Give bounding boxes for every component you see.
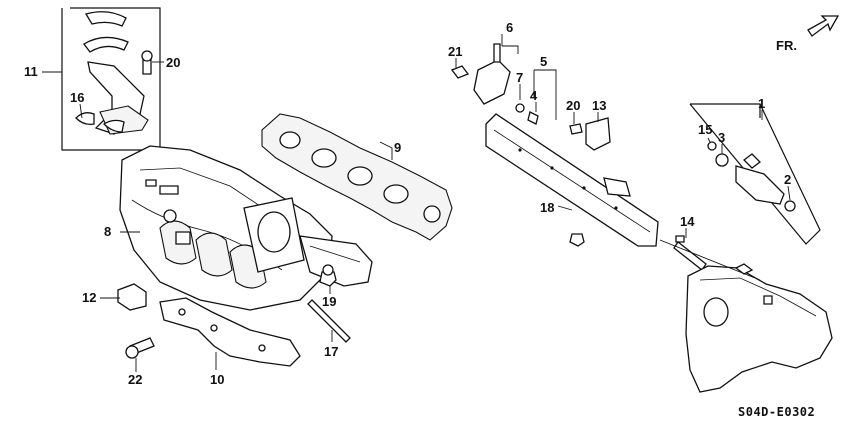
bolt-20-head [141,50,153,62]
cylinder-head-outline [685,263,833,393]
bracket-10-plate [159,297,301,367]
manifold-slot-2 [145,179,157,187]
clip-16 [75,112,95,126]
bolt-22-head [125,345,139,359]
label-10: 10 [210,372,224,387]
leader-5 [533,69,557,120]
gasket-port-1 [279,131,301,149]
leader-6 [501,34,519,54]
small-parts-left [117,264,351,359]
clip-lower [102,119,125,133]
rail-hole-1 [518,148,522,152]
label-11: 11 [24,64,38,79]
bracket-assembly-11 [61,7,161,151]
label-16: 16 [70,90,84,105]
bolt-21 [450,65,470,79]
injector-assembly-1 [673,103,821,271]
manifold-sensor [163,209,177,223]
throttle-bore [257,211,291,253]
rail-hole-3 [582,186,586,190]
label-18: 18 [540,200,554,215]
label-5: 5 [540,54,547,69]
label-3: 3 [718,130,725,145]
seal-2 [784,200,796,212]
clip-top [85,11,127,27]
label-20a: 20 [166,55,180,70]
fr-label: FR. [776,38,797,53]
gasket-port-5 [423,205,441,223]
pressure-regulator-6 [473,59,511,105]
label-9: 9 [394,140,401,155]
injector-body [735,165,785,205]
o-ring-7 [515,103,525,113]
label-19: 19 [322,294,336,309]
label-4: 4 [530,88,538,103]
label-17: 17 [324,344,338,359]
injector-top [743,153,761,169]
label-1: 1 [758,96,765,111]
leader-rail-to-head [659,239,761,281]
fuel-rail-body [485,113,659,247]
rail-mount [603,177,631,197]
nut-18 [569,233,585,247]
sensor-14-cap [675,235,685,243]
front-direction-indicator: FR. [776,15,840,53]
leader-9 [379,141,393,160]
washer-19 [322,264,334,276]
manifold-slot-1 [159,185,179,195]
part-4 [527,111,539,125]
manifold-outlet-line [309,245,361,263]
label-12: 12 [82,290,96,305]
part-labels: 11 16 20 8 9 12 10 22 17 19 6 5 7 4 21 2… [24,20,791,387]
bracket-10-hole-2 [210,324,218,332]
leader-18 [557,205,573,211]
o-ring-3 [715,153,729,167]
bracket-10 [159,297,301,367]
bolt-20-right [569,123,583,135]
leader-lines [42,34,791,372]
rail-hole-2 [550,166,554,170]
manifold-fitting [175,231,191,245]
clip-upper [83,36,129,53]
regulator-nipple [493,43,501,63]
intake-manifold-8 [119,145,373,311]
head-bolt [763,295,773,305]
diagram-code: S04D-E0302 [738,405,815,419]
fr-arrow-icon [807,15,840,37]
label-13: 13 [592,98,606,113]
head-edge [699,277,817,317]
label-7: 7 [516,70,523,85]
rail-hole-4 [614,206,618,210]
head-boss [734,263,754,275]
leader-15 [707,137,711,143]
gasket-port-4 [383,184,409,204]
head-casting [685,265,833,393]
ring-15 [707,141,717,151]
label-8: 8 [104,224,111,239]
label-6: 6 [506,20,513,35]
label-2: 2 [784,172,791,187]
bracket-10-hole-1 [178,308,186,316]
head-port [703,297,729,327]
leader-16 [79,103,83,119]
bracket-13 [585,117,611,151]
manifold-runner-b [195,232,233,277]
gasket-port-2 [311,148,337,168]
gasket-9 [261,113,453,241]
stud-17 [307,299,351,343]
gasket-port-3 [347,166,373,186]
fuel-rail-edge [493,129,651,233]
label-21: 21 [448,44,462,59]
leader-2 [787,185,791,201]
label-15: 15 [698,122,712,137]
label-22: 22 [128,372,142,387]
label-20b: 20 [566,98,580,113]
connector-12 [117,283,147,311]
label-14: 14 [680,214,695,229]
fuel-rail-5 [450,43,659,247]
bracket-10-hole-3 [258,344,266,352]
